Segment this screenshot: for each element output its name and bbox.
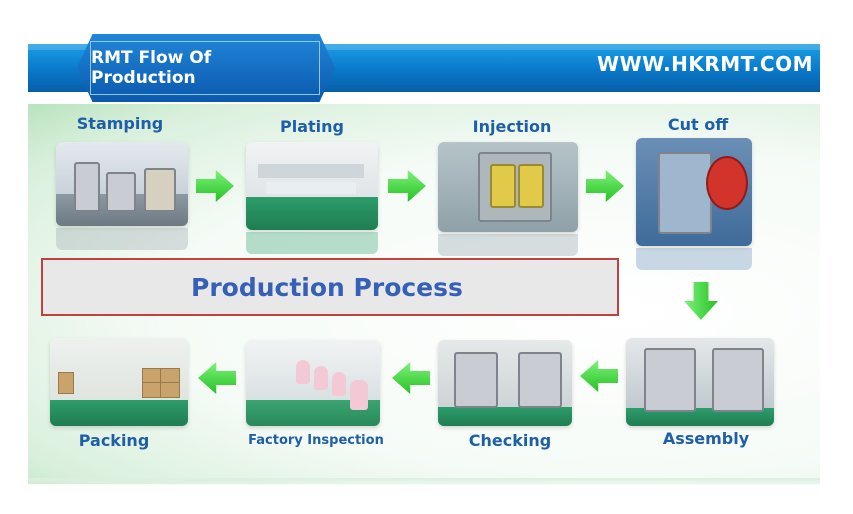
reflection (636, 248, 752, 270)
step-label-cut-off: Cut off (667, 115, 729, 134)
reflection (246, 232, 378, 254)
photo-assembly (626, 338, 774, 426)
step-label-factory-inspection: Factory Inspection (248, 433, 384, 448)
page-title: RMT Flow Of Production (90, 41, 320, 95)
photo-cut-off (636, 138, 752, 246)
step-label-assembly: Assembly (662, 429, 750, 448)
photo-factory-inspection (246, 340, 380, 426)
step-label-checking: Checking (468, 431, 552, 450)
photo-plating (246, 142, 378, 230)
production-process-box: Production Process (41, 258, 619, 316)
title-badge (77, 34, 335, 102)
website-link[interactable]: WWW.HKRMT.COM (597, 52, 813, 76)
photo-packing (50, 338, 188, 426)
photo-checking (438, 340, 572, 426)
photo-stamping (56, 142, 188, 226)
step-label-injection: Injection (472, 117, 552, 136)
reflection (56, 228, 188, 250)
step-label-packing: Packing (78, 431, 150, 450)
background-shadow (28, 478, 820, 486)
step-label-plating: Plating (280, 117, 344, 136)
banner-highlight (28, 44, 820, 50)
reflection (438, 234, 578, 256)
photo-injection (438, 142, 578, 232)
step-label-stamping: Stamping (76, 114, 164, 133)
